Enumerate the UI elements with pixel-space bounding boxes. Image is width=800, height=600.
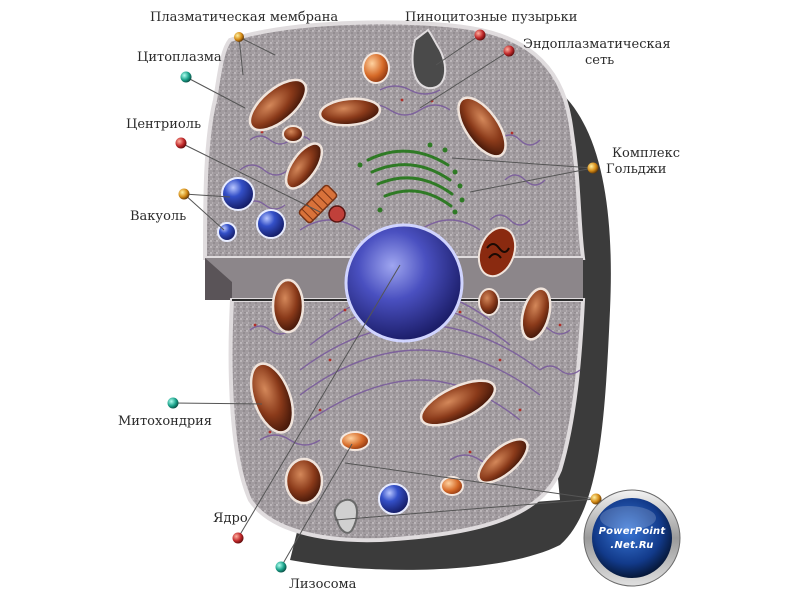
label-golgi-line2: Гольджи: [606, 162, 666, 177]
label-plasma-membrane: Плазматическая мембрана: [150, 10, 338, 25]
mitochondrion: [273, 280, 303, 332]
logo-text-line2: .Net.Ru: [582, 540, 682, 551]
mitochondrion: [286, 459, 322, 503]
label-golgi-line1: Комплекс: [612, 146, 680, 161]
pin-orange: [179, 189, 190, 200]
lysosome: [363, 53, 389, 83]
pin-red: [475, 30, 486, 41]
pin-orange: [588, 163, 599, 174]
pin-red: [233, 533, 244, 544]
label-er-line2: сеть: [585, 53, 614, 68]
logo-text-line1: PowerPoint: [582, 526, 682, 537]
label-pinocytic-vesicles: Пиноцитозные пузырьки: [405, 10, 577, 25]
pin-red: [504, 46, 515, 57]
centriole-cross-section: [329, 206, 345, 222]
label-lysosome: Лизосома: [289, 577, 356, 592]
nucleus: [346, 225, 462, 341]
label-mitochondria: Митохондрия: [118, 414, 212, 429]
label-centriole: Центриоль: [126, 117, 201, 132]
label-cytoplasm: Цитоплазма: [137, 50, 222, 65]
pin-teal: [181, 72, 192, 83]
vacuole: [222, 178, 254, 210]
vacuole: [218, 223, 236, 241]
mitochondrion: [283, 126, 303, 142]
mitochondrion: [479, 289, 499, 315]
label-er-line1: Эндоплазматическая: [523, 37, 671, 52]
pin-red: [234, 32, 244, 42]
label-nucleus: Ядро: [213, 511, 248, 526]
lysosome: [341, 432, 369, 450]
logo-badge-icon: [582, 488, 682, 588]
vacuole: [379, 484, 409, 514]
label-vacuole: Вакуоль: [130, 209, 186, 224]
pin-red: [176, 138, 187, 149]
pin-teal: [276, 562, 287, 573]
pin-teal: [168, 398, 179, 409]
vacuole: [257, 210, 285, 238]
powerpoint-net-ru-logo[interactable]: PowerPoint .Net.Ru: [582, 488, 682, 588]
